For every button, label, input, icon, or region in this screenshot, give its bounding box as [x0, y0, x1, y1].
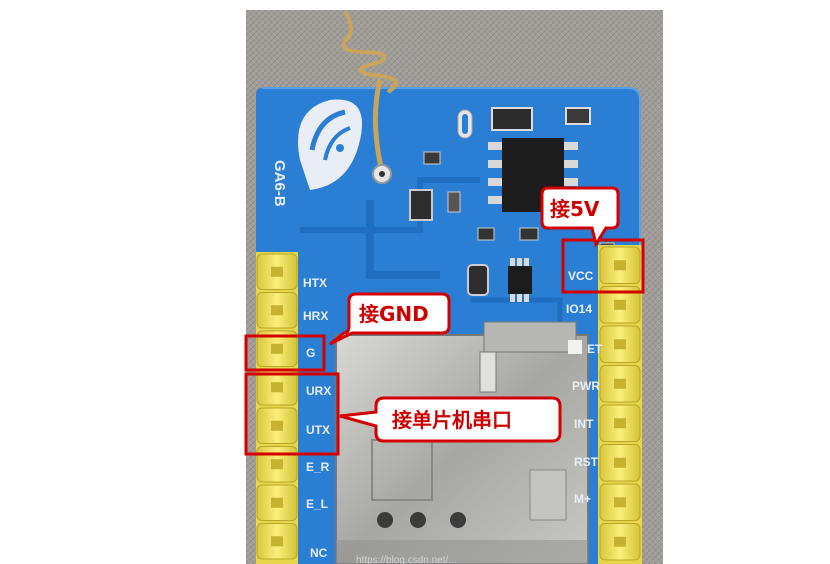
vcc-highlight-box [561, 238, 645, 294]
pin-label-io14: IO14 [566, 302, 592, 316]
callout-uart: 接单片机串口 [339, 396, 562, 443]
right-header-pin-hole [614, 497, 626, 508]
pin-label-vcc: VCC [568, 269, 594, 283]
callout-vcc: 接5V [540, 186, 620, 248]
right-header-pin-hole [614, 536, 626, 547]
callout-uart-text: 接单片机串口 [392, 408, 512, 432]
pin-label-int: INT [574, 417, 594, 431]
right-header-pin-hole [614, 260, 626, 271]
left-header-pin-hole [271, 420, 283, 431]
pin-label-et: ET [587, 342, 603, 356]
board-logo [298, 99, 362, 190]
gnd-highlight-box [244, 334, 326, 372]
pin-label-pwr: PWR [572, 379, 600, 393]
pin-label-e-r: E_R [306, 460, 330, 474]
right-pin-header [598, 245, 642, 564]
callout-gnd-text: 接GND [359, 302, 429, 326]
spring-antenna [341, 10, 399, 184]
pin-label-e-l: E_L [306, 497, 328, 511]
watermark: https://blog.csdn.net/... [356, 555, 457, 564]
pin-label-urx: URX [306, 384, 331, 398]
pin-label-utx: UTX [306, 423, 330, 437]
left-header-pin-hole [271, 305, 283, 316]
left-pin-header [256, 252, 298, 564]
pin-label-nc: NC [310, 546, 328, 560]
left-pin-labels: HTX HRX G URX UTX E_R E_L NC [303, 276, 331, 560]
left-header-pin-hole [271, 536, 283, 547]
callout-gnd: 接GND [329, 292, 451, 346]
uart-highlight-box [244, 372, 340, 456]
left-header-pin-hole [271, 382, 283, 393]
callout-vcc-text: 接5V [550, 197, 600, 221]
board-model-label: GA6-B [271, 160, 288, 207]
right-header-pin-hole [614, 457, 626, 468]
right-header-pin-hole [614, 299, 626, 310]
pin-label-hrx: HRX [303, 309, 328, 323]
right-header-pin-hole [614, 339, 626, 350]
left-header-pin-hole [271, 266, 283, 277]
pin-label-rst: RST [574, 455, 599, 469]
left-header-pin-hole [271, 497, 283, 508]
right-header-pin-hole [614, 418, 626, 429]
pin-label-m-plus: M+ [574, 492, 591, 506]
pin-label-g: G [306, 346, 315, 360]
right-pin-labels: VCC IO14 ET PWR INT RST M+ [566, 269, 603, 506]
sd-card-slot [335, 321, 589, 564]
right-header-pin-hole [614, 378, 626, 389]
pin-label-htx: HTX [303, 276, 327, 290]
left-header-pin-hole [271, 459, 283, 470]
left-header-pin-hole [271, 343, 283, 354]
